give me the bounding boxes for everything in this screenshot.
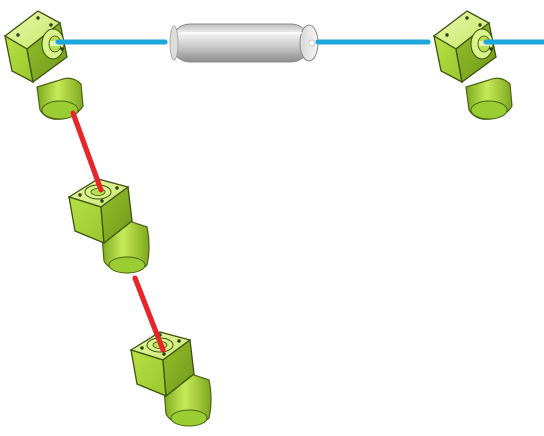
gear-motor-3 [67,178,150,274]
gear-motor-icon [3,10,84,120]
gear-motor-icon [432,10,513,120]
red-link-upper-overlay [70,110,104,193]
gear-motor-icon [67,178,150,274]
gear-motor-1 [3,10,84,120]
gear-motor-2 [432,10,513,120]
red-link-lower-overlay [132,275,166,353]
gear-motor-icon [129,331,212,427]
cylinder-tube [169,23,319,63]
gear-motor-4 [129,331,212,427]
